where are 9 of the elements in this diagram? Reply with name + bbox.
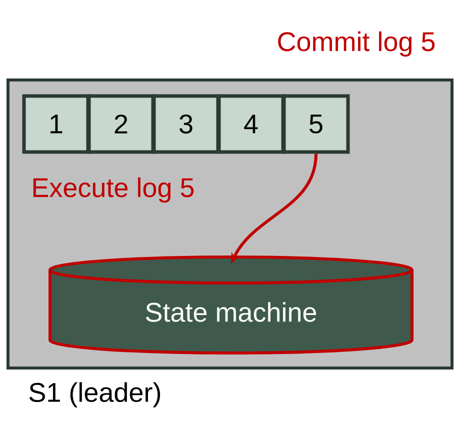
log-entry: 2 bbox=[87, 94, 155, 154]
node-label: S1 (leader) bbox=[29, 382, 160, 408]
log-entry: 3 bbox=[152, 94, 220, 154]
log-entry: 5 bbox=[282, 94, 350, 154]
log-entry: 1 bbox=[22, 94, 90, 154]
log-entry: 4 bbox=[217, 94, 285, 154]
cylinder: State machine bbox=[48, 256, 414, 354]
title-text: Commit log 5 bbox=[278, 31, 435, 57]
edge-label: Execute log 5 bbox=[33, 177, 194, 203]
